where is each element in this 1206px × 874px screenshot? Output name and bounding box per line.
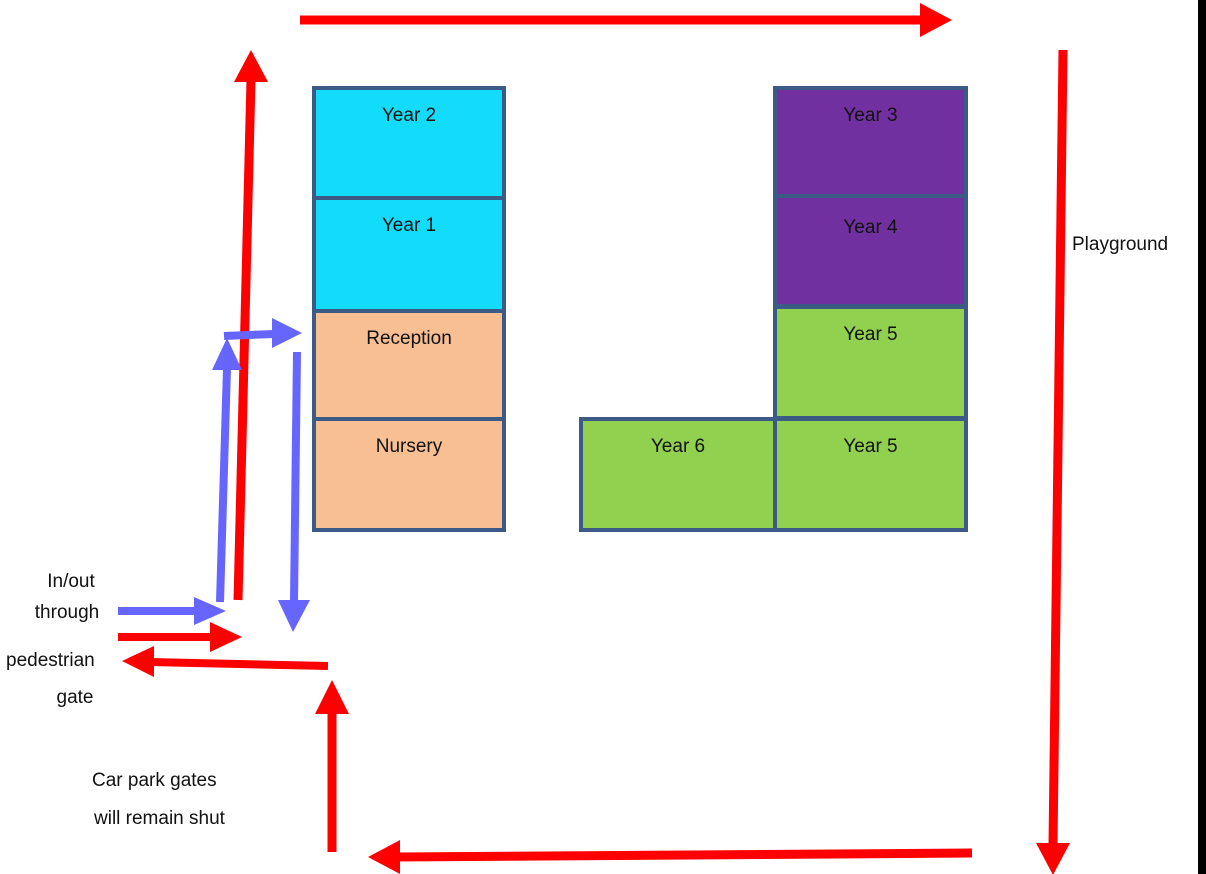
- right-edge-border: [1198, 0, 1206, 874]
- red-arrowhead-bottom: [368, 840, 400, 874]
- blue-arrowhead-to-reception: [272, 318, 302, 348]
- pedestrian-label: pedestrian: [6, 650, 95, 671]
- playground-label: Playground: [1072, 234, 1169, 255]
- red-arrowhead-right: [1036, 843, 1070, 874]
- room-nursery: Nursery: [312, 417, 506, 532]
- blue-route-arrows: [118, 318, 310, 632]
- blue-arrow-exit-down: [290, 351, 301, 603]
- car-park-label-line-2: will remain shut: [94, 808, 225, 829]
- room-year-4: Year 4: [773, 194, 968, 308]
- red-arrowhead-top: [920, 3, 952, 37]
- room-reception: Reception: [312, 309, 506, 421]
- room-year-2: Year 2: [312, 86, 506, 200]
- room-year-3: Year 3: [773, 86, 968, 198]
- blue-arrow-to-reception: [223, 330, 275, 340]
- red-arrow-to-gate: [149, 658, 329, 670]
- red-arrowhead-to-gate: [122, 646, 154, 677]
- blue-arrowhead-exit-down: [278, 600, 310, 632]
- room-year-1: Year 1: [312, 196, 506, 313]
- red-arrowhead-carpark-up: [315, 680, 349, 714]
- room-year-6: Year 6: [579, 417, 777, 532]
- in-out-label: In/out: [47, 571, 95, 592]
- blue-arrowhead-up: [212, 338, 242, 370]
- red-arrow-bottom: [395, 848, 973, 862]
- blue-arrow-up: [216, 367, 231, 603]
- through-label: through: [34, 602, 100, 623]
- room-year-5-lower: Year 5: [773, 417, 968, 532]
- red-arrowhead-left-up: [234, 50, 268, 82]
- red-arrow-right: [1048, 49, 1068, 846]
- car-park-label-line-1: Car park gates: [92, 770, 217, 791]
- gate-label: gate: [56, 687, 94, 708]
- red-route-arrows: [118, 3, 1070, 874]
- red-arrow-left-up: [233, 79, 256, 601]
- blue-arrowhead-entry: [194, 597, 226, 625]
- red-arrowhead-from-gate: [210, 622, 242, 652]
- room-year-5-upper: Year 5: [773, 305, 968, 420]
